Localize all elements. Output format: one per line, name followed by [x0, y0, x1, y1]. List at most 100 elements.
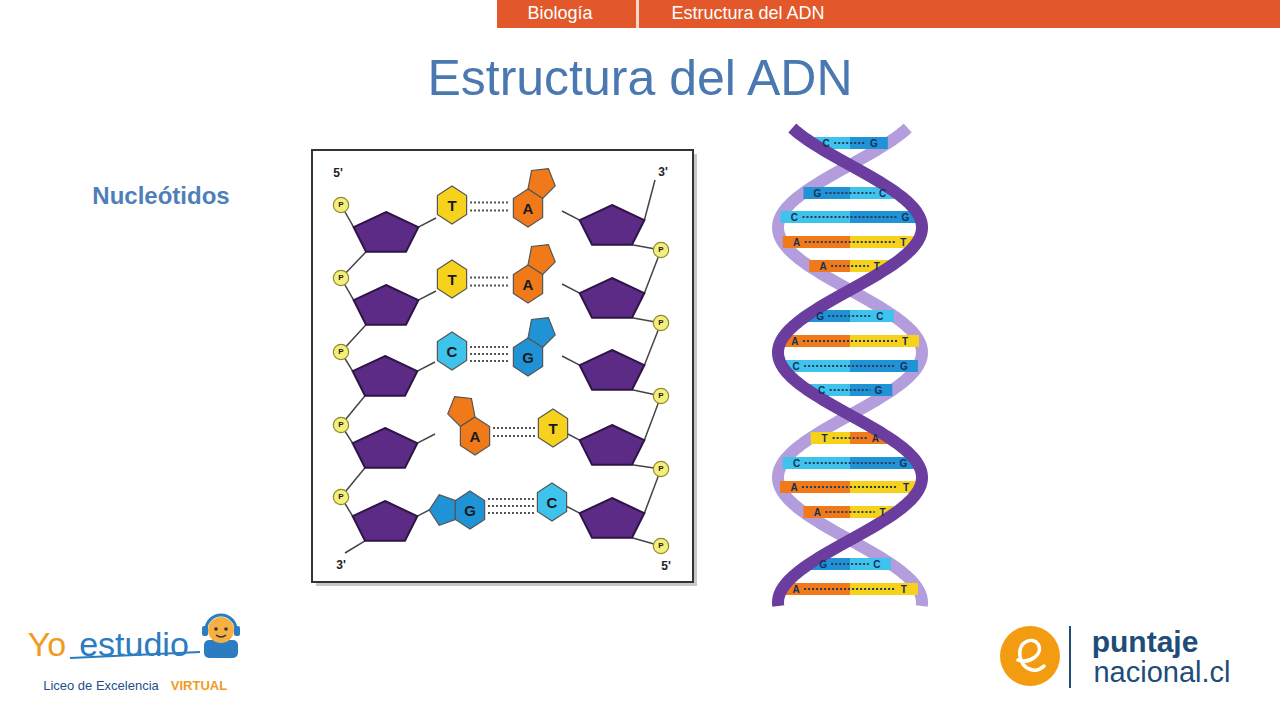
- base-pair-bar: [806, 310, 894, 322]
- base-pair-bar: [783, 236, 918, 248]
- hydrogen-bond: [493, 427, 535, 429]
- base-letter: G: [464, 503, 476, 518]
- phosphate-circle: P: [653, 538, 669, 554]
- base-letter: T: [548, 421, 557, 436]
- sugar-pentagon: [580, 205, 645, 245]
- phosphate-letter: P: [338, 274, 343, 282]
- helix-base-letter: C: [791, 212, 798, 223]
- helix-base-letter: C: [873, 559, 880, 570]
- phosphate-letter: P: [338, 201, 343, 209]
- logo-text: Yo: [28, 626, 66, 663]
- sugar-pentagon: [353, 356, 418, 396]
- nitrogen-base: C: [535, 483, 569, 521]
- base-pair-bar: [781, 335, 919, 347]
- phosphate-letter: P: [338, 421, 343, 429]
- hydrogen-bond-extra: [488, 505, 534, 507]
- helix-base-letter: T: [874, 261, 880, 272]
- helix-base-letter: A: [814, 507, 821, 518]
- strand-end: 3': [658, 166, 668, 179]
- sugar-pentagon: [580, 425, 645, 465]
- section-heading: Nucleótidos: [92, 183, 229, 209]
- strand-end: 5': [333, 167, 343, 180]
- hydrogen-bond-group: [488, 499, 534, 513]
- phosphate-circle: P: [333, 489, 349, 505]
- helix-base-letter: G: [899, 458, 907, 469]
- hydrogen-bond-extra: [493, 435, 535, 437]
- nitrogen-base: T: [536, 409, 570, 447]
- helix-base-letter: A: [820, 261, 827, 272]
- header-topic: Estructura del ADN: [671, 4, 824, 24]
- helix-base-letter: G: [874, 385, 882, 396]
- helix-base-letter: G: [902, 212, 910, 223]
- base-letter: A: [523, 277, 534, 292]
- helix-base-letter: G: [900, 361, 908, 372]
- header-bar: [497, 0, 1280, 28]
- phosphate-circle: P: [333, 197, 349, 213]
- phosphate-letter: P: [658, 542, 663, 550]
- logo-subtitle: Liceo de Excelencia: [43, 679, 159, 693]
- base-pair-bar: [783, 457, 918, 469]
- sugar-pentagon: [353, 501, 418, 541]
- helix-base-letter: T: [822, 433, 828, 444]
- nitrogen-base: T: [435, 186, 469, 224]
- phosphate-letter: P: [658, 319, 663, 327]
- nitrogen-base: T: [435, 260, 469, 298]
- base-pair-bar: [809, 558, 891, 570]
- header-separator: [636, 0, 639, 28]
- hydrogen-bond-extra: [470, 353, 510, 355]
- diagram-frame: [312, 150, 693, 582]
- puntaje-logo: [1000, 626, 1071, 688]
- hydrogen-bond-extra: [470, 210, 510, 212]
- hydrogen-bond: [470, 202, 510, 204]
- sugar-phosphate-backbone: [341, 180, 661, 553]
- phosphate-letter: P: [338, 493, 343, 501]
- helix-base-letter: A: [790, 482, 797, 493]
- helix-base-letter: T: [902, 336, 908, 347]
- base-letter: A: [470, 429, 481, 444]
- helix-strand-front: [778, 128, 922, 606]
- helix-base-letter: G: [814, 188, 822, 199]
- helix-base-letter: T: [900, 237, 906, 248]
- hydrogen-bond-extra: [470, 360, 510, 362]
- base-pair-bar: [782, 360, 918, 372]
- phosphate-circle: P: [653, 461, 669, 477]
- helix-base-letter: G: [819, 559, 827, 570]
- sugar-pentagon: [354, 212, 419, 252]
- phosphate-circle: P: [333, 417, 349, 433]
- hydrogen-bond-group: [470, 278, 510, 286]
- helix-base-letter: C: [793, 458, 800, 469]
- helix-base-letter: C: [818, 385, 825, 396]
- hydrogen-bond: [470, 346, 510, 348]
- sugar-pentagon: [580, 278, 645, 318]
- base-pair-bar: [782, 583, 918, 595]
- phosphate-letter: P: [338, 348, 343, 356]
- base-letter: C: [547, 495, 558, 510]
- base-pair-bar: [803, 187, 896, 199]
- hydrogen-bond-group: [470, 203, 510, 211]
- phosphate-letter: P: [658, 246, 663, 254]
- helix-base-letter: A: [872, 433, 879, 444]
- hydrogen-bond: [470, 277, 510, 279]
- helix-base-letter: G: [870, 138, 878, 149]
- strand-end: 3': [336, 559, 346, 572]
- phosphate-circle: P: [653, 242, 669, 258]
- phosphate-circle: P: [653, 315, 669, 331]
- base-pair-bar: [808, 384, 893, 396]
- helix-base-letter: A: [791, 336, 798, 347]
- helix-strand-back: [778, 128, 922, 606]
- phosphate-letter: P: [658, 465, 663, 473]
- logo-text: puntaje: [1092, 625, 1199, 658]
- helix-base-letter: A: [793, 237, 800, 248]
- strand-end: 5': [661, 560, 671, 573]
- helix-base-letter: T: [880, 507, 886, 518]
- phosphate-letter: P: [658, 392, 663, 400]
- helix-base-letter: C: [879, 188, 886, 199]
- header-subject: Biología: [527, 4, 592, 24]
- helix-base-letter: C: [876, 311, 883, 322]
- nitrogen-base: A: [458, 417, 492, 455]
- phosphate-circle: P: [653, 388, 669, 404]
- sugar-pentagon: [353, 428, 418, 468]
